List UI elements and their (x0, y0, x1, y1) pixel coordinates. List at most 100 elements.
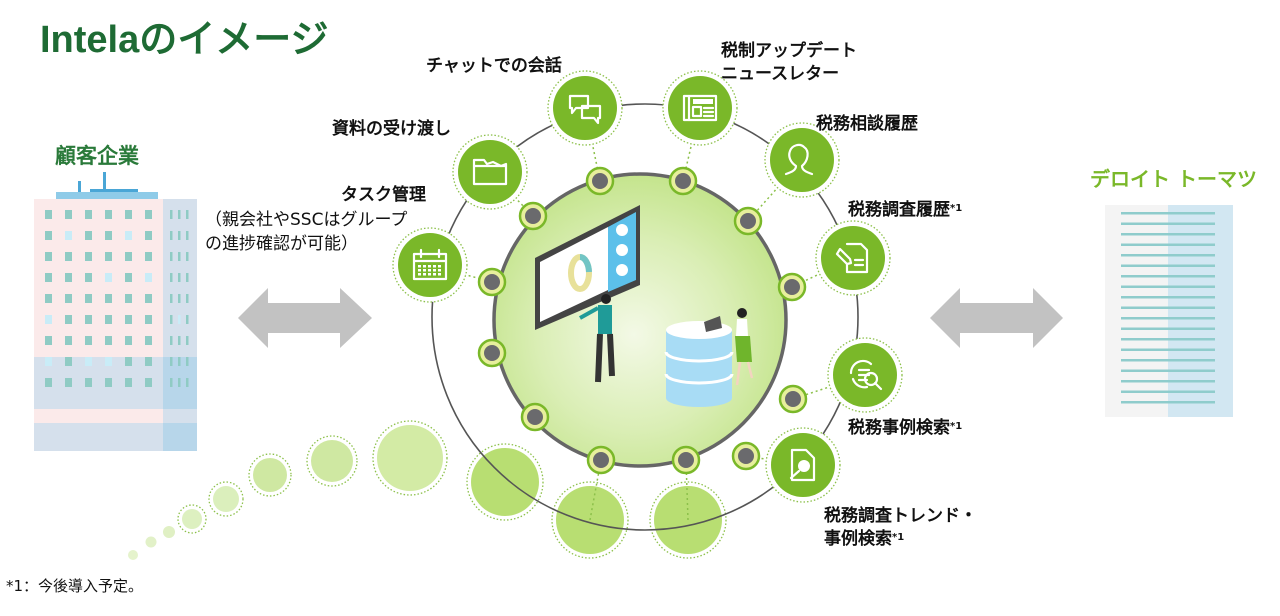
building-window (85, 273, 92, 282)
building-window (145, 315, 152, 324)
building-window (105, 252, 112, 261)
feature-label-newsletter: 税制アップデート ニュースレター (721, 41, 857, 84)
building-window (178, 315, 181, 324)
feature-node-research-history[interactable] (815, 220, 891, 296)
left-double-arrow-icon (238, 288, 372, 348)
connector-dot-core (484, 274, 500, 290)
trail-bubble (311, 440, 353, 482)
building-window (145, 336, 152, 345)
building-window (45, 210, 52, 219)
building-window (45, 294, 52, 303)
feature-label-consultation-history: 税務相談履歴 (816, 114, 918, 134)
building-window (65, 294, 72, 303)
trail-bubble (213, 486, 239, 512)
building-window (145, 273, 152, 282)
building-window (65, 252, 72, 261)
building-window (170, 315, 173, 324)
building-window (45, 273, 52, 282)
deloitte-document-icon (1105, 205, 1233, 417)
calendar-icon (412, 248, 448, 281)
building-window (178, 252, 181, 261)
building-window (125, 357, 132, 366)
building-window (85, 357, 92, 366)
building-window (45, 315, 52, 324)
document-edit-icon (835, 242, 869, 274)
connector-dot-core (675, 173, 691, 189)
building-window (45, 378, 52, 387)
database-illustration (664, 308, 754, 407)
empty-feature-node (471, 448, 539, 516)
building-window (125, 336, 132, 345)
document-line (1121, 275, 1215, 278)
feature-label-task-management: タスク管理 (341, 185, 426, 205)
building-window (186, 273, 189, 282)
building-window (105, 315, 112, 324)
building-window (125, 231, 132, 240)
document-search-icon (789, 448, 816, 482)
building-window (186, 294, 189, 303)
refresh-search-icon (849, 359, 883, 391)
feature-node-fill (821, 226, 885, 290)
footnote: *1：今後導入予定。 (6, 577, 144, 595)
building-window (65, 273, 72, 282)
feature-label-chat: チャットでの会話 (426, 56, 562, 76)
feature-node-trend-search[interactable] (765, 427, 841, 503)
building-window (65, 231, 72, 240)
feature-node-fill (458, 140, 522, 204)
document-line (1121, 380, 1215, 383)
trail-bubble (128, 550, 138, 560)
building-window (125, 315, 132, 324)
feature-label-trend-search: 税務調査トレンド・ 事例検索*1 (824, 506, 977, 549)
building-window (145, 294, 152, 303)
building-window (145, 210, 152, 219)
feature-node-chat[interactable] (547, 70, 623, 146)
document-line (1121, 243, 1215, 246)
document-line (1121, 401, 1215, 404)
building-window (125, 273, 132, 282)
feature-node-file-exchange[interactable] (452, 134, 528, 210)
deloitte-tohmatsu-label: デロイト トーマツ (1090, 167, 1257, 191)
building-window (170, 231, 173, 240)
feature-node-newsletter[interactable] (662, 70, 738, 146)
building-window (85, 378, 92, 387)
building-window (145, 231, 152, 240)
connector-dot-core (592, 173, 608, 189)
building-window (178, 210, 181, 219)
feature-node-task-management[interactable] (392, 227, 468, 303)
building-window (170, 294, 173, 303)
client-company-label: 顧客企業 (55, 144, 139, 168)
building-window (125, 210, 132, 219)
feature-node-consultation-history[interactable] (764, 122, 840, 198)
building-window (85, 231, 92, 240)
building-window (105, 273, 112, 282)
building-window (65, 336, 72, 345)
document-line (1121, 369, 1215, 372)
building-window (45, 231, 52, 240)
building-window (186, 315, 189, 324)
document-line (1121, 338, 1215, 341)
trail-bubble (182, 509, 202, 529)
document-line (1121, 296, 1215, 299)
connector-dot-core (527, 409, 543, 425)
feature-label-file-exchange: 資料の受け渡し (332, 119, 451, 139)
building-window (125, 252, 132, 261)
building-window (85, 210, 92, 219)
document-line (1121, 264, 1215, 267)
connector-dot-core (593, 452, 609, 468)
building-window (105, 294, 112, 303)
building-window (186, 252, 189, 261)
document-line (1121, 306, 1215, 309)
building-window (105, 336, 112, 345)
building-window (178, 336, 181, 345)
building-window (65, 315, 72, 324)
building-window (145, 252, 152, 261)
feature-node-case-search[interactable] (827, 337, 903, 413)
building-window (65, 210, 72, 219)
building-window (170, 357, 173, 366)
document-line (1121, 390, 1215, 393)
right-double-arrow-icon (930, 288, 1063, 348)
building-window (170, 252, 173, 261)
building-window (170, 378, 173, 387)
building-window (105, 357, 112, 366)
